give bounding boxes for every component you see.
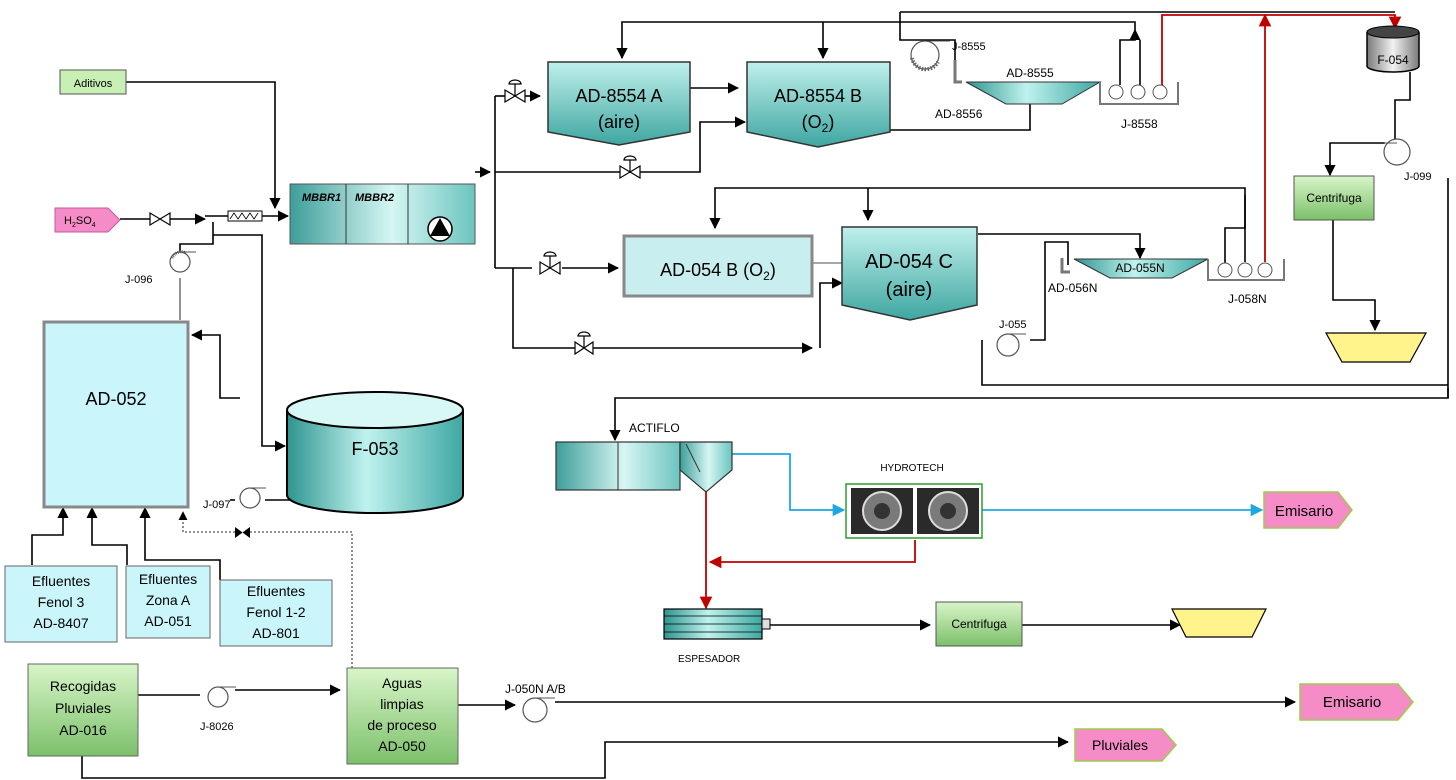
mbbr-reactor: MBBR1 MBBR2 <box>289 183 476 245</box>
svg-text:Fenol 1-2: Fenol 1-2 <box>246 604 305 620</box>
j8026-label: J-8026 <box>200 721 234 733</box>
svg-text:Pluviales: Pluviales <box>1092 737 1148 753</box>
sludge-hopper-2 <box>1171 608 1267 638</box>
svg-text:H2SO4: H2SO4 <box>64 215 96 229</box>
ad054c-reactor: AD-054 C (aire) <box>841 226 978 321</box>
aditivos-box: Aditivos <box>59 69 127 95</box>
pump-j099: J-099 <box>1383 138 1432 183</box>
svg-text:(O2): (O2) <box>802 112 835 135</box>
ad054b-reactor: AD-054 B (O2) <box>622 234 814 298</box>
svg-text:Efluentes: Efluentes <box>247 583 305 599</box>
svg-text:Fenol 3: Fenol 3 <box>38 594 85 610</box>
pump-j8026: J-8026 <box>200 686 236 733</box>
svg-text:Emisario: Emisario <box>1323 694 1381 711</box>
ad052-tank: AD-052 <box>42 320 190 509</box>
f054-tank: F-054 <box>1366 25 1420 73</box>
pump-j8555: J-8555 <box>910 40 986 72</box>
svg-text:AD-8407: AD-8407 <box>33 615 88 631</box>
j097-label: J-097 <box>203 499 231 511</box>
check-valve-icon <box>235 527 250 538</box>
efluentes-zonaa-box: Efluentes Zona A AD-051 <box>125 565 211 639</box>
svg-text:Efluentes: Efluentes <box>32 573 90 589</box>
pump-j097: J-097 <box>203 487 266 511</box>
recogidas-pluviales-box: Recogidas Pluviales AD-016 <box>27 663 139 757</box>
sludge-return-lines <box>699 13 1402 610</box>
svg-text:Efluentes: Efluentes <box>139 571 197 587</box>
svg-text:Centrifuga: Centrifuga <box>951 617 1007 631</box>
espesador-thickener: ESPESADOR <box>663 608 771 665</box>
centrifuga-2: Centrifuga <box>935 601 1023 647</box>
mbbr2-label: MBBR2 <box>355 192 394 204</box>
svg-text:AD-054 C: AD-054 C <box>865 251 953 273</box>
svg-text:Zona A: Zona A <box>146 592 191 608</box>
emisario-outlet-2: Emisario <box>1299 683 1414 721</box>
svg-text:Recogidas: Recogidas <box>50 678 116 694</box>
svg-text:J-058N: J-058N <box>1228 292 1267 306</box>
svg-text:AD-055N: AD-055N <box>1115 261 1164 275</box>
pump-j050n: J-050N A/B <box>505 682 566 723</box>
valve-icon <box>149 79 641 356</box>
mbbr1-label: MBBR1 <box>302 192 341 204</box>
svg-text:J-099: J-099 <box>1404 171 1432 183</box>
h2so4-input-arrow: H2SO4 <box>54 207 121 233</box>
svg-text:Aguas: Aguas <box>382 675 422 691</box>
svg-text:limpias: limpias <box>380 696 424 712</box>
aditivos-label: Aditivos <box>74 78 113 90</box>
centrifuga-1: Centrifuga <box>1293 175 1375 221</box>
pump-set-j058n: J-058N <box>1207 259 1285 306</box>
svg-text:ACTIFLO: ACTIFLO <box>629 421 680 435</box>
static-mixer-icon <box>227 210 263 222</box>
svg-text:Emisario: Emisario <box>1275 503 1333 520</box>
svg-text:J-055: J-055 <box>999 319 1027 331</box>
j8555-label: J-8555 <box>952 41 986 53</box>
svg-text:J-8558: J-8558 <box>1121 117 1158 131</box>
svg-text:F-054: F-054 <box>1377 53 1409 67</box>
pump-j096: J-096 <box>125 250 196 286</box>
ad8555-clarifier: AD-8555 AD-8556 <box>935 60 1102 121</box>
hydrotech-filter: HYDROTECH <box>845 463 983 539</box>
treated-water-lines <box>732 453 1264 517</box>
ad8554a-reactor: AD-8554 A (aire) <box>547 61 691 146</box>
sludge-hopper-1 <box>1324 332 1428 363</box>
pump-j055: J-055 <box>996 319 1027 357</box>
process-lines <box>31 11 1449 779</box>
svg-text:AD-8556: AD-8556 <box>935 107 983 121</box>
f053-tank: F-053 <box>286 391 464 514</box>
svg-text:ESPESADOR: ESPESADOR <box>678 654 740 665</box>
svg-text:de proceso: de proceso <box>367 717 436 733</box>
svg-text:Centrifuga: Centrifuga <box>1306 191 1362 205</box>
svg-text:AD-8554 B: AD-8554 B <box>774 86 862 106</box>
ad052-label: AD-052 <box>85 389 146 409</box>
svg-text:HYDROTECH: HYDROTECH <box>880 463 943 474</box>
efluentes-fenol3-box: Efluentes Fenol 3 AD-8407 <box>4 565 118 643</box>
svg-text:AD-801: AD-801 <box>252 625 300 641</box>
svg-text:AD-056N: AD-056N <box>1048 281 1097 295</box>
svg-text:AD-016: AD-016 <box>59 722 107 738</box>
efluentes-fenol12-box: Efluentes Fenol 1-2 AD-801 <box>219 579 333 647</box>
j096-label: J-096 <box>125 274 153 286</box>
svg-text:AD-050: AD-050 <box>378 738 426 754</box>
f053-label: F-053 <box>351 439 398 459</box>
svg-text:(aire): (aire) <box>598 112 640 132</box>
svg-text:Pluviales: Pluviales <box>55 700 111 716</box>
svg-text:(aire): (aire) <box>886 279 933 301</box>
svg-text:AD-054 B (O2): AD-054 B (O2) <box>660 260 776 283</box>
aguas-limpias-box: Aguas limpias de proceso AD-050 <box>346 667 459 765</box>
pluviales-outlet: Pluviales <box>1074 728 1177 762</box>
svg-text:AD-051: AD-051 <box>144 613 192 629</box>
j050-label: J-050N A/B <box>505 682 566 696</box>
emisario-outlet-1: Emisario <box>1263 491 1353 529</box>
pump-set-j8558: J-8558 <box>1099 82 1179 131</box>
actiflo-unit: ACTIFLO <box>555 421 733 493</box>
ad055n-clarifier: AD-055N AD-056N <box>1048 258 1209 295</box>
dotted-bypass-line <box>178 511 353 668</box>
ad8554b-reactor: AD-8554 B (O2) <box>746 61 891 148</box>
svg-text:AD-8554 A: AD-8554 A <box>575 86 662 106</box>
svg-text:AD-8555: AD-8555 <box>1006 66 1054 80</box>
